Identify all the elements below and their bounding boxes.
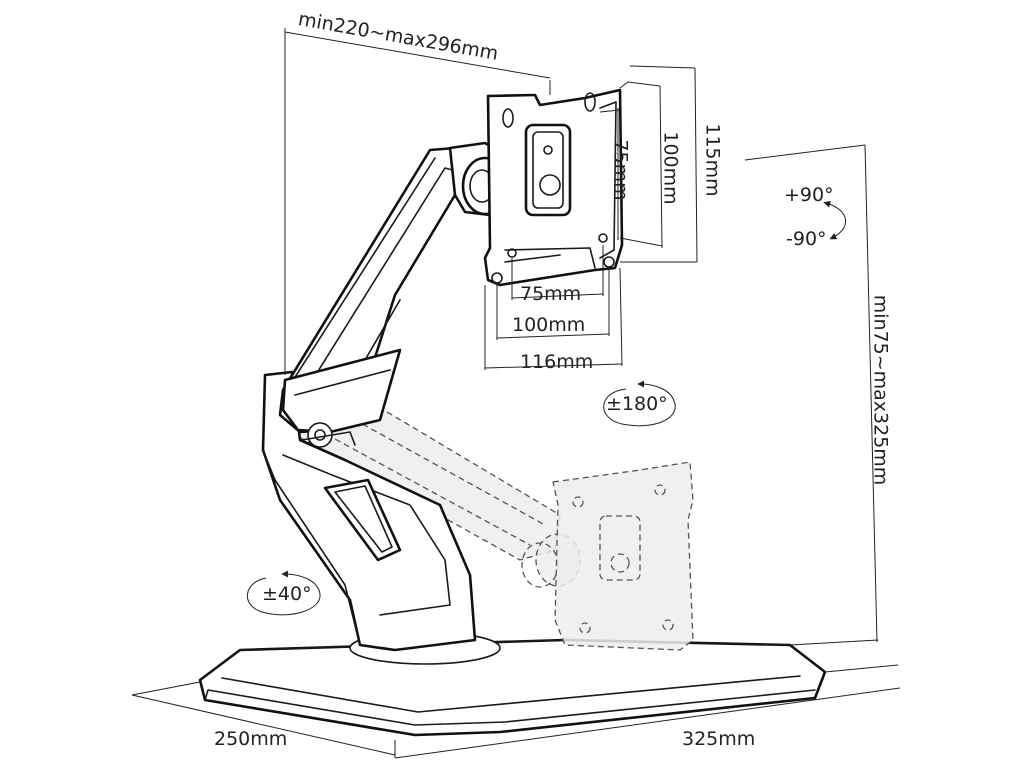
swivel-base-label: ±40° [262, 583, 312, 605]
dimension-lines [131, 28, 901, 759]
rotate-plus-label: +90° [784, 184, 834, 206]
base-plate [198, 631, 827, 737]
vesa-vertical-100-label: 100mm [659, 131, 682, 205]
vesa-vertical-75-label: 75mm [609, 139, 632, 201]
plate-width-label: 116mm [520, 351, 594, 373]
swivel-arrow-icon [603, 380, 676, 427]
vesa-plate [483, 88, 624, 287]
vesa-horizontal-75-label: 75mm [520, 283, 582, 305]
rotate-minus-label: -90° [786, 228, 827, 250]
rotation-arrow-icon [823, 200, 847, 240]
height-range-label: min75~max325mm [869, 294, 892, 486]
gas-spring-arm [278, 146, 472, 448]
vesa-horizontal-100-label: 100mm [512, 314, 586, 336]
plate-height-label: 115mm [701, 123, 724, 197]
base-depth-label: 250mm [214, 728, 288, 750]
stand-column [261, 370, 477, 652]
base-width-label: 325mm [682, 728, 756, 750]
swivel-arrow-icon [246, 570, 321, 616]
swivel-plate-label: ±180° [606, 393, 668, 415]
